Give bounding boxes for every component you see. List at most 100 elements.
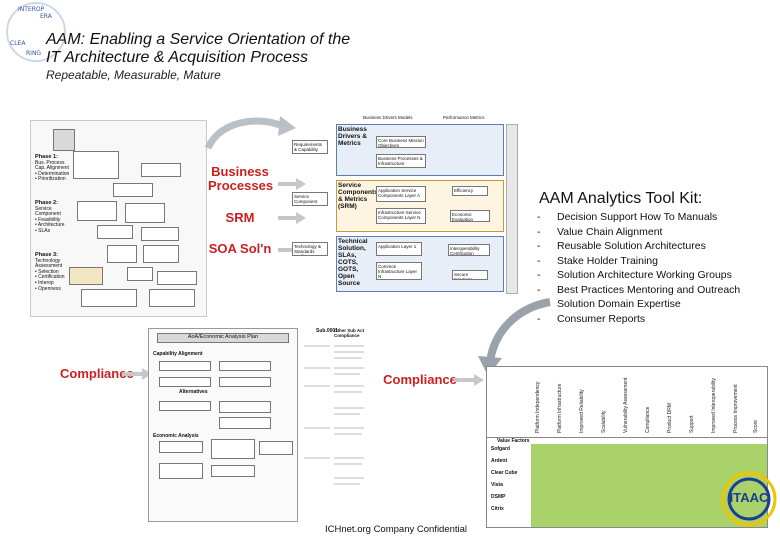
business-processes-text: Business Processes xyxy=(208,164,274,193)
table-row: Vista xyxy=(491,482,503,488)
kit-item: -Decision Support How To Manuals xyxy=(537,211,718,223)
flow-box-service-comp xyxy=(141,227,179,241)
table-row: Clear Cube xyxy=(491,470,518,476)
layer-1: Business Drivers & Metrics xyxy=(336,124,504,176)
slide-title: AAM: Enabling a Service Orientation of t… xyxy=(46,31,350,67)
flow-box-service-analysis xyxy=(77,201,117,221)
vertical-divider xyxy=(506,124,518,294)
kit-item-text: Solution Domain Expertise xyxy=(557,298,681,310)
economic-analysis-label: Economic Analysis xyxy=(153,433,199,439)
flow-box-align-analysis xyxy=(125,203,165,223)
plan-box xyxy=(159,377,211,387)
phase-2-line: Service xyxy=(35,205,52,212)
phase-1-title: Phase 1: xyxy=(35,154,59,160)
phase-3-line: Technology xyxy=(35,257,61,264)
title-line-1: AAM: Enabling a Service Orientation of t… xyxy=(46,31,351,48)
aoa-plan-document: AoA/Economic Analysis Plan Capability Al… xyxy=(148,328,298,522)
phase-3-line: • Openness xyxy=(35,285,61,292)
phase-3: Phase 3: Technology Assessment • Selecti… xyxy=(35,252,65,292)
top-header-business: Business Drivers Models xyxy=(362,114,432,122)
plan-box xyxy=(159,401,211,411)
capability-alignment-label: Capability Alignment xyxy=(153,351,203,357)
top-header-metrics: Performance Metrics xyxy=(442,114,492,122)
phase-1-line: Cap. Alignment xyxy=(35,165,69,172)
right-box-secure: Secure Solutions xyxy=(452,270,488,280)
phase-2: Phase 2: Service Component • Feasibility… xyxy=(35,200,65,235)
layered-architecture-diagram: Business Drivers Models Performance Metr… xyxy=(292,114,524,314)
alternatives-label: Alternatives xyxy=(179,389,208,395)
sublayer-processes: Business Processes & Infrastructure xyxy=(376,154,426,168)
soa-solution-label: SOA Sol'n xyxy=(208,241,272,256)
layer-2-title: Service Components & Metrics (SRM) xyxy=(338,182,378,210)
title-line-2: IT Architecture & Acquisition Process xyxy=(46,49,309,66)
arrow-right-icon xyxy=(278,212,306,224)
plan-box xyxy=(219,377,271,387)
flow-box-analyzed xyxy=(127,267,153,281)
column-header: Vulnerability Assessment xyxy=(623,377,629,433)
flow-box-normalized xyxy=(113,183,153,197)
phase-2-line: • Feasibility xyxy=(35,216,61,223)
flow-box-formalized xyxy=(107,245,137,263)
plan-box xyxy=(159,463,203,479)
sublayer-app-services: Application Service Components Layer A xyxy=(376,186,426,202)
flow-box-validation xyxy=(69,267,103,285)
right-box-interop: Interoperability Certification Testing xyxy=(448,244,490,256)
arrow-right-icon xyxy=(122,368,152,380)
flow-box-interoperability xyxy=(81,289,137,307)
value-factors-table: Platform Independency Platform Infrastru… xyxy=(486,366,768,528)
kit-list: -Decision Support How To Manuals -Value … xyxy=(537,210,740,326)
arrow-right-icon xyxy=(454,374,484,386)
flow-box-cots xyxy=(149,289,195,307)
plan-box xyxy=(211,465,255,477)
flow-box-cap-alignment xyxy=(141,163,181,177)
itaac-logo: ITAAC xyxy=(720,470,778,528)
arrow-right-icon xyxy=(278,178,306,190)
phase-1: Phase 1: Bus. Process Cap. Alignment • D… xyxy=(35,154,70,183)
kit-item-text: Reusable Solution Architectures xyxy=(557,240,706,252)
column-header: Product DRM xyxy=(667,402,673,433)
itaac-text: ITAAC xyxy=(729,490,769,505)
kit-item-text: Decision Support How To Manuals xyxy=(557,211,718,223)
business-processes-label: Business Processes xyxy=(208,164,274,193)
plan-box xyxy=(219,361,271,371)
table-row: Sofgard xyxy=(491,446,510,452)
layer-side-2: Service Component Spec xyxy=(292,192,328,206)
phase-1-line: • Prioritization xyxy=(35,176,66,183)
plan-box xyxy=(159,361,211,371)
plan-box xyxy=(219,417,271,429)
interoperability-clearinghouse-logo: INTEROP ERA CLEA RING xyxy=(6,2,66,62)
curved-arrow-icon xyxy=(204,116,296,150)
table-row: DSMP xyxy=(491,494,506,500)
kit-item: -Stake Holder Training xyxy=(537,254,658,267)
kit-title: AAM Analytics Tool Kit: xyxy=(539,190,703,207)
flow-box-requirements xyxy=(53,129,75,151)
plan-box xyxy=(259,441,293,455)
compliance-left-label: Compliance xyxy=(60,366,134,381)
phase-1-line: • Determination xyxy=(35,170,70,177)
kit-item: -Best Practices Mentoring and Outreach xyxy=(537,283,741,296)
kit-item-text: Value Chain Alignment xyxy=(557,225,663,238)
plan-box xyxy=(219,401,271,413)
sublayer-core: Core Business Mission Objectives xyxy=(376,136,426,148)
kit-item-text: Stake Holder Training xyxy=(557,254,658,267)
table-row: Citrix xyxy=(491,506,504,512)
column-header: Process Improvement xyxy=(733,384,739,433)
layer-side-1: Requirements & Capability Maps xyxy=(292,140,328,154)
phase-2-line: Component xyxy=(35,211,61,218)
phase-1-line: Bus. Process xyxy=(35,159,65,166)
phase-2-line: • Architecture xyxy=(35,222,65,229)
flow-box-solicitation xyxy=(143,245,179,263)
column-header: Platform Independency xyxy=(535,381,541,433)
process-flow-panel: Phase 1: Bus. Process Cap. Alignment • D… xyxy=(30,120,207,317)
phase-3-title: Phase 3: xyxy=(35,252,59,258)
subnet-label: Sub.0001 xyxy=(316,328,338,334)
kit-item-text: Best Practices Mentoring and Outreach xyxy=(557,283,741,296)
sublayer-common-infra: Common Infrastructure Layer N xyxy=(376,262,422,280)
layer-3-title: Technical Solution, SLAs, COTS, GOTS, Op… xyxy=(338,238,368,287)
flow-box-vetted xyxy=(157,271,197,285)
other-matrix-label: Other Sub Act Compliance xyxy=(334,328,365,338)
curved-arrow-icon xyxy=(478,298,551,376)
column-header: Score xyxy=(753,419,759,433)
phase-3-line: • Interop xyxy=(35,279,54,286)
kit-item-text: Consumer Reports xyxy=(557,312,646,325)
